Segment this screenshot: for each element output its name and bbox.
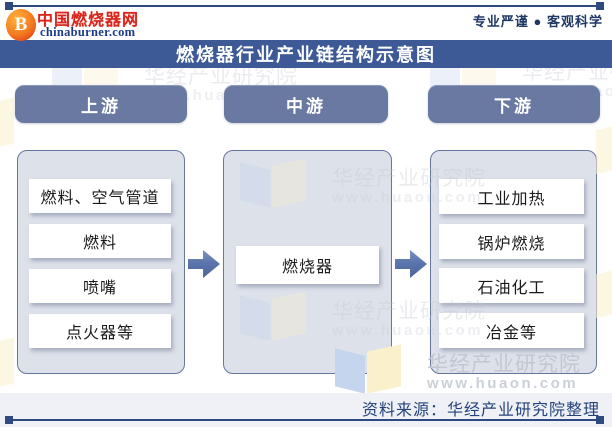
bottom-accent-line: [8, 419, 604, 421]
chain-item-label: 锅炉燃烧: [477, 235, 546, 253]
site-logo-icon: B: [6, 9, 36, 41]
footer-band: [0, 393, 612, 427]
stage-container-downstream: 工业加热 锅炉燃烧 石油化工 冶金等: [430, 150, 597, 374]
page-title: 燃烧器行业产业链结构示意图: [176, 45, 436, 65]
chain-item: 燃烧器: [236, 246, 379, 284]
bottom-left-square: [5, 416, 13, 424]
chain-item-label: 冶金等: [485, 324, 537, 342]
stage-pill-downstream: 下游: [428, 85, 600, 123]
chain-item: 冶金等: [439, 313, 584, 348]
chain-item: 喷嘴: [29, 269, 171, 303]
watermark-fragment: [596, 125, 612, 175]
chain-item-label: 燃烧器: [281, 259, 333, 276]
site-domain: chinaburner.com: [40, 25, 136, 39]
watermark-fragment: [596, 269, 612, 319]
watermark-fragment: [0, 97, 14, 149]
chain-item-label: 燃料、空气管道: [40, 190, 160, 207]
chain-item: 燃料、空气管道: [29, 179, 171, 213]
chain-item: 燃料: [29, 224, 171, 258]
top-accent-line: [8, 5, 604, 7]
bottom-right-square: [596, 416, 604, 424]
site-slogan: 专业严谨 ● 客观科学: [472, 14, 603, 29]
site-name: 中国燃烧器网: [37, 12, 140, 29]
watermark-url-text: www.huaon.com: [427, 375, 579, 392]
arrow-right-icon: [188, 250, 220, 278]
arrow-right-icon: [395, 250, 427, 278]
chain-item-label: 石油化工: [477, 279, 546, 297]
chain-item: 点火器等: [29, 314, 171, 348]
watermark-fragment: [0, 337, 14, 389]
top-right-square: [596, 2, 604, 10]
chain-item: 石油化工: [439, 268, 584, 303]
stage-container-midstream: 燃烧器: [223, 150, 392, 374]
top-left-square: [5, 2, 13, 10]
stage-label-midstream: 中游: [286, 96, 326, 116]
title-bar: 燃烧器行业产业链结构示意图: [0, 40, 612, 68]
chain-item-label: 喷嘴: [82, 280, 117, 297]
stage-container-upstream: 燃料、空气管道 燃料 喷嘴 点火器等: [17, 150, 185, 374]
chain-item: 工业加热: [439, 179, 584, 214]
chain-item: 锅炉燃烧: [439, 224, 584, 259]
stage-label-upstream: 上游: [81, 96, 121, 116]
stage-pill-midstream: 中游: [224, 85, 388, 123]
chain-item-label: 点火器等: [65, 325, 134, 342]
stage-label-downstream: 下游: [494, 96, 534, 116]
stage-pill-upstream: 上游: [15, 85, 187, 123]
chain-item-label: 工业加热: [477, 190, 546, 208]
chain-item-label: 燃料: [82, 235, 117, 252]
source-note: 资料来源：华经产业研究院整理: [361, 402, 600, 419]
